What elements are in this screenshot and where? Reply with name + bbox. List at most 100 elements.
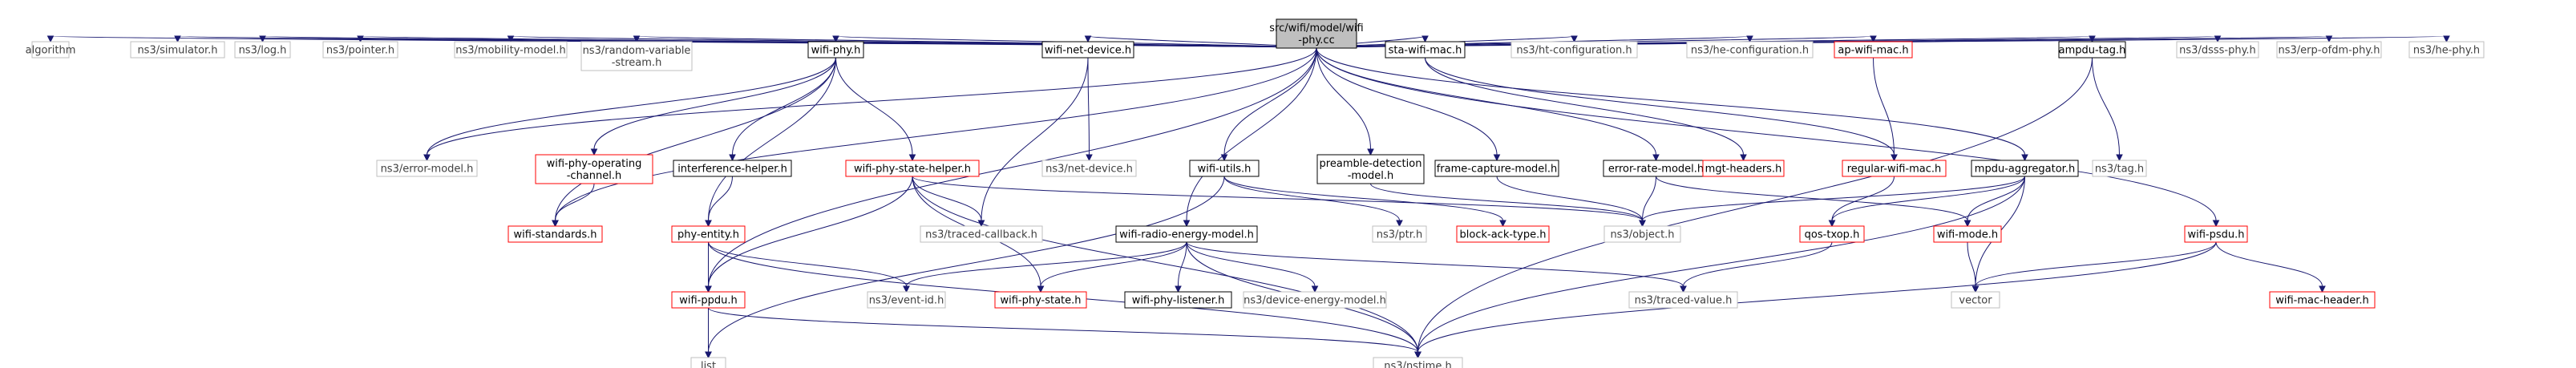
edge-ppdu-to-list [705,308,712,359]
node-statehelper[interactable]: wifi-phy-state-helper.h [845,160,980,177]
edge-errorrate-to-wifimode [1656,176,1971,228]
edge-wifiutils-to-list [705,176,1225,359]
edge-root-to-radioenergy [1183,47,1317,228]
node-wifimode[interactable]: wifi-mode.h [1933,225,2002,243]
node-wifiphy[interactable]: wifi-phy.h [807,41,864,59]
node-label: wifi-utils.h [1198,164,1252,176]
node-label: ns3/event-id.h [869,295,944,307]
node-stamac[interactable]: sta-wifi-mac.h [1385,41,1466,59]
node-hephy: ns3/he-phy.h [2408,41,2485,59]
node-label: wifi-mode.h [1937,229,1998,241]
node-radioenergy[interactable]: wifi-radio-energy-model.h [1115,225,1258,243]
node-label: list [701,361,716,368]
node-mobility: ns3/mobility-model.h [454,41,568,59]
node-blockack[interactable]: block-ack-type.h [1456,225,1550,243]
node-label: -stream.h [612,57,662,69]
edge-wifiphy-to-phyentity [705,57,836,228]
node-label: ns3/log.h [239,45,287,57]
node-wifipsdu[interactable]: wifi-psdu.h [2184,225,2248,243]
node-label: ns3/tag.h [2095,164,2144,176]
node-htconf: ns3/ht-configuration.h [1510,41,1638,59]
node-standards[interactable]: wifi-standards.h [508,225,603,243]
edge-wifiphy-to-statehelper [835,57,916,162]
edge-opchannel-to-standards [552,183,595,228]
edge-netdevice-to-tracedcb [977,57,1089,228]
node-log: ns3/log.h [234,41,291,59]
node-label: mgt-headers.h [1705,164,1782,176]
edge-errorrate-to-object [1639,176,1656,228]
edge-statehelper-to-nstime [912,176,1421,359]
node-label: ns3/traced-callback.h [925,229,1037,241]
edge-radioenergy-to-devenergy [1186,241,1319,293]
edge-stamac-to-regularmac [1425,57,1898,162]
node-phyentity[interactable]: phy-entity.h [671,225,746,243]
node-devenergy: ns3/device-energy-model.h [1243,291,1387,309]
node-ampdutag[interactable]: ampdu-tag.h [2058,41,2126,59]
node-label: wifi-phy.h [811,45,861,57]
node-label: ap-wifi-mac.h [1838,45,1908,57]
node-label: ns3/nstime.h [1384,361,1451,368]
node-root[interactable]: src/wifi/model/wifi-phy.cc [1269,18,1364,49]
node-label: phy-entity.h [677,229,739,241]
node-machdr[interactable]: wifi-mac-header.h [2269,291,2376,309]
node-label: ns3/error-model.h [381,164,474,176]
node-apmac[interactable]: ap-wifi-mac.h [1834,41,1913,59]
node-netdevice[interactable]: wifi-net-device.h [1041,41,1134,59]
node-opchannel[interactable]: wifi-phy-operating-channel.h [535,154,653,184]
edge-qostxop-to-tracedvalue [1680,241,1833,293]
node-label: wifi-mac-header.h [2275,295,2369,307]
edge-interference-to-phyentity [705,176,733,228]
node-phystate[interactable]: wifi-phy-state.h [994,291,1087,309]
node-mgtheaders[interactable]: mgt-headers.h [1702,160,1785,177]
node-label: error-rate-model.h [1608,164,1704,176]
node-mpduagg[interactable]: mpdu-aggregator.h [1971,160,2079,177]
node-ns3tag: ns3/tag.h [2092,160,2147,177]
edge-framecapture-to-object [1496,176,1646,228]
node-regularmac[interactable]: regular-wifi-mac.h [1842,160,1947,177]
edge-radioenergy-to-tracedvalue [1186,241,1687,293]
node-qostxop[interactable]: qos-txop.h [1799,225,1865,243]
node-phylistener[interactable]: wifi-phy-listener.h [1124,291,1232,309]
edge-root-to-standards [552,47,1317,228]
node-label: ns3/random-variable [583,45,691,57]
node-label: sta-wifi-mac.h [1389,45,1462,57]
node-label: -phy.cc [1298,34,1334,47]
nodes-layer: src/wifi/model/wifi-phy.cc algorithm ns3/s… [26,18,2485,368]
edge-root-to-wifipsdu [1316,47,2220,228]
node-interference[interactable]: interference-helper.h [673,160,792,177]
node-label: ns3/erp-ofdm-phy.h [2278,45,2380,57]
node-tracedvalue: ns3/traced-value.h [1628,291,1738,309]
edge-radioenergy-to-phylistener [1175,241,1187,293]
node-label: wifi-psdu.h [2187,229,2244,241]
edges-layer [47,35,2450,359]
node-ppdu[interactable]: wifi-ppdu.h [671,291,746,309]
node-preamble[interactable]: preamble-detection-model.h [1316,154,1425,184]
node-label: ns3/mobility-model.h [455,45,565,57]
edge-wifipsdu-to-machdr [2215,241,2326,293]
edge-apmac-to-regularmac [1873,57,1898,162]
node-label: qos-txop.h [1805,229,1860,241]
node-label: mpdu-aggregator.h [1975,164,2075,176]
node-label: wifi-standards.h [514,229,597,241]
node-vector: vector [1951,291,2000,309]
node-label: src/wifi/model/wifi [1269,22,1363,34]
node-label: vector [1959,295,1992,307]
edge-wifipsdu-to-nstime [1414,241,2217,359]
edge-preamble-to-object [1370,183,1646,228]
node-label: ns3/ptr.h [1377,229,1423,241]
node-framecapture[interactable]: frame-capture-model.h [1434,160,1559,177]
node-errormodel: ns3/error-model.h [376,160,478,177]
node-label: ns3/simulator.h [137,45,217,57]
node-label: wifi-phy-state-helper.h [854,164,971,176]
node-simulator: ns3/simulator.h [130,41,225,59]
edge-wifipsdu-to-vector [1971,241,2217,293]
node-errorrate[interactable]: error-rate-model.h [1603,160,1709,177]
edge-mpduagg-to-object [1639,176,2025,228]
node-label: ns3/he-phy.h [2413,45,2480,57]
node-label: wifi-phy-operating [547,158,642,170]
node-wifiutils[interactable]: wifi-utils.h [1189,160,1260,177]
edge-root-to-framecapture [1316,47,1501,162]
node-label: ampdu-tag.h [2059,45,2126,57]
node-algorithm: algorithm [26,41,75,59]
node-label: wifi-ppdu.h [679,295,738,307]
